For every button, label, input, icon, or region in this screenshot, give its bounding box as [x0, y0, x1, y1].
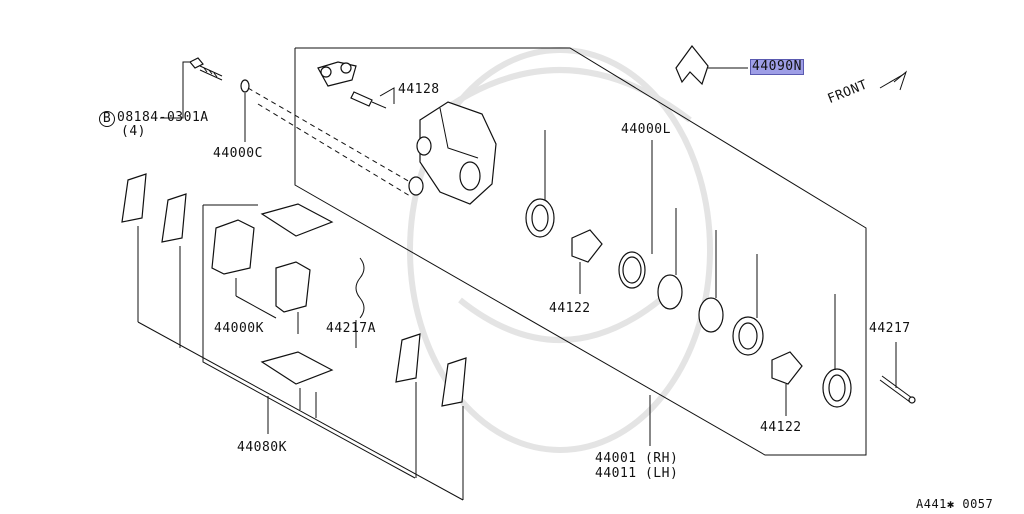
seal-kit-upper [525, 130, 852, 416]
watermark-crest [407, 47, 713, 453]
anti-squeal-shims [121, 173, 467, 500]
bolt-qty-label: (4) [121, 124, 146, 139]
pin-part [879, 342, 916, 404]
brake-pads [211, 203, 334, 434]
piston-lower-label: 44122 [760, 420, 802, 435]
main-frame [137, 47, 867, 501]
leader-lines [649, 70, 908, 446]
bolt-part-label: 08184-0301A [117, 110, 209, 125]
bolt-prefix-label: B [99, 111, 115, 127]
caliper-rh-label: 44001 (RH) [595, 451, 679, 466]
shim-clip-part [675, 45, 748, 86]
washer-label: 44000C [213, 146, 263, 161]
seal-kit-label: 44000L [621, 122, 671, 137]
piston-upper-label: 44122 [549, 301, 591, 316]
shim-clip-label[interactable]: 44090N [750, 59, 804, 75]
shim-kit-label: 44080K [237, 440, 287, 455]
caliper-body [317, 61, 497, 205]
bleeder-label: 44128 [398, 82, 440, 97]
spring-part [355, 257, 365, 348]
figure-code-label: A441✱ 0057 [916, 497, 994, 511]
bolt-part [160, 57, 223, 119]
pin-label: 44217 [869, 321, 911, 336]
spring-label: 44217A [326, 321, 376, 336]
pad-kit-label: 44000K [214, 321, 264, 336]
washer-part [240, 79, 411, 197]
caliper-lh-label: 44011 (LH) [595, 466, 679, 481]
